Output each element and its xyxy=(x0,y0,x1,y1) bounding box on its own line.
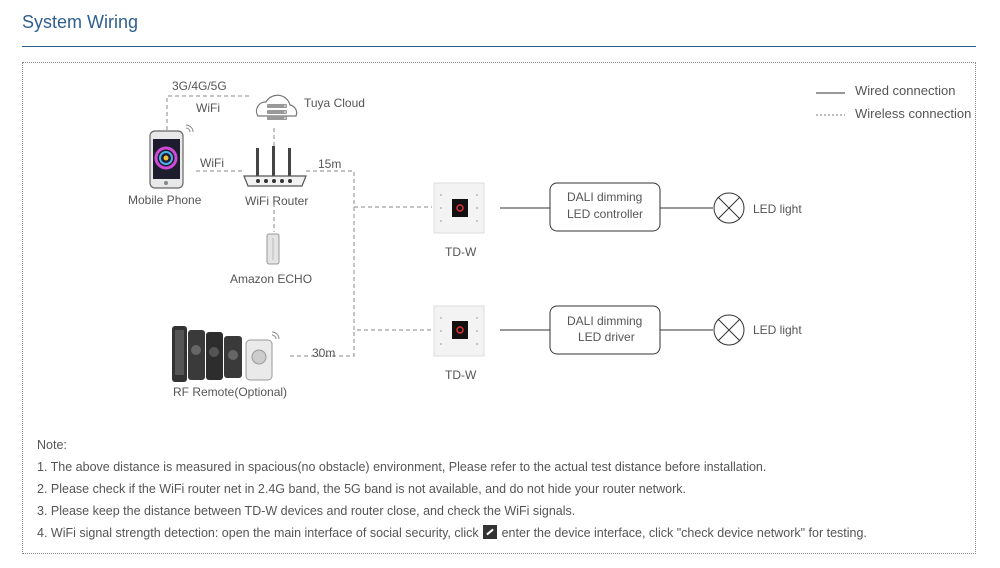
network-label: 3G/4G/5G xyxy=(172,79,227,93)
td-w-panel-icon-1 xyxy=(433,182,485,234)
wifi-top-label: WiFi xyxy=(196,101,220,115)
legend-wireless-label: Wireless connection xyxy=(855,106,972,121)
router-to-tdw-link xyxy=(306,170,432,208)
driver-label-line1: DALI dimming xyxy=(567,314,643,328)
led-label-1: LED light xyxy=(753,202,802,216)
driver-label-line2: LED driver xyxy=(578,330,635,344)
cloud-icon xyxy=(255,94,298,120)
wifi-router-icon xyxy=(243,146,307,187)
remote-label: RF Remote(Optional) xyxy=(173,385,288,399)
td-w-panel-icon-2 xyxy=(433,305,485,357)
echo-label: Amazon ECHO xyxy=(230,272,313,286)
note-item-1: 1. The above distance is measured in spa… xyxy=(37,460,767,474)
amazon-echo-icon xyxy=(266,233,280,265)
cloud-label: Tuya Cloud xyxy=(304,96,365,110)
note-item-4-after: enter the device interface, click "check… xyxy=(501,526,867,540)
led-label-2: LED light xyxy=(753,323,802,337)
notes-heading: Note: xyxy=(37,438,67,452)
controller-label-line2: LED controller xyxy=(567,207,644,221)
wifi-mid-label: WiFi xyxy=(200,156,224,170)
tdw-bus-link xyxy=(353,207,432,331)
diagram-frame xyxy=(22,62,976,554)
dali-controller-box xyxy=(549,182,661,232)
router-label: WiFi Router xyxy=(245,194,309,208)
controller-label-line1: DALI dimming xyxy=(567,190,643,204)
phone-label: Mobile Phone xyxy=(128,193,202,207)
note-item-4-before: 4. WiFi signal strength detection: open … xyxy=(37,526,479,540)
page-title: System Wiring xyxy=(22,12,139,32)
remote-to-tdw-link xyxy=(290,330,355,357)
tdw-label-1: TD-W xyxy=(445,245,477,259)
distance-30m-label: 30m xyxy=(312,346,336,360)
led-light-icon-1 xyxy=(713,192,745,224)
note-item-3: 3. Please keep the distance between TD-W… xyxy=(37,504,576,518)
notes-section: Note: 1. The above distance is measured … xyxy=(37,434,867,544)
mobile-phone-icon xyxy=(149,124,194,189)
dali-driver-box xyxy=(549,305,661,355)
title-divider xyxy=(22,46,976,47)
distance-15m-label: 15m xyxy=(318,157,342,171)
tdw-label-2: TD-W xyxy=(445,368,477,382)
note-item-4: 4. WiFi signal strength detection: open … xyxy=(37,522,867,544)
legend-wired-label: Wired connection xyxy=(855,83,956,98)
rf-remote-icon xyxy=(172,326,280,382)
note-item-2: 2. Please check if the WiFi router net i… xyxy=(37,482,686,496)
led-light-icon-2 xyxy=(713,314,745,346)
edit-icon xyxy=(483,525,498,539)
